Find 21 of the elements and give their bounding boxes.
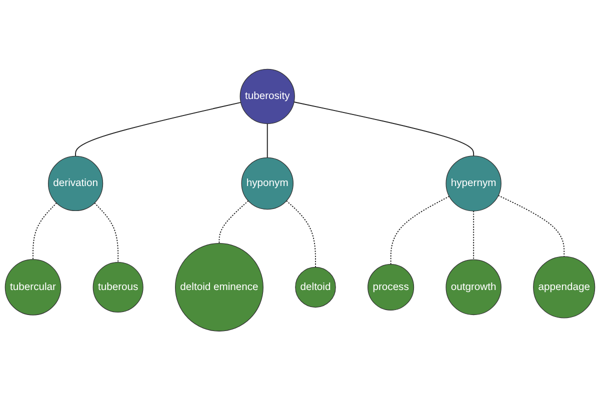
node-circle: hypernym [446, 155, 502, 212]
connector [286, 200, 316, 268]
connector [75, 102, 242, 157]
node-circle: derivation [48, 156, 104, 211]
node-circle: deltoid eminence [175, 242, 264, 332]
node-circle: deltoid [295, 266, 336, 308]
connector [266, 123, 268, 158]
connector [32, 202, 57, 260]
connector [473, 210, 474, 260]
node-circle: tuberous [92, 262, 144, 312]
connector [94, 202, 119, 263]
node-circle: tuberosity [240, 68, 295, 124]
connector [498, 194, 565, 257]
connector [218, 200, 249, 244]
connector [294, 101, 474, 156]
connector [390, 196, 450, 265]
node-circle: process [368, 264, 414, 310]
node-circle: tubercular [4, 258, 62, 316]
node-circle: appendage [533, 256, 596, 318]
node-circle: outgrowth [446, 259, 502, 315]
node-circle: hyponym [241, 157, 294, 210]
